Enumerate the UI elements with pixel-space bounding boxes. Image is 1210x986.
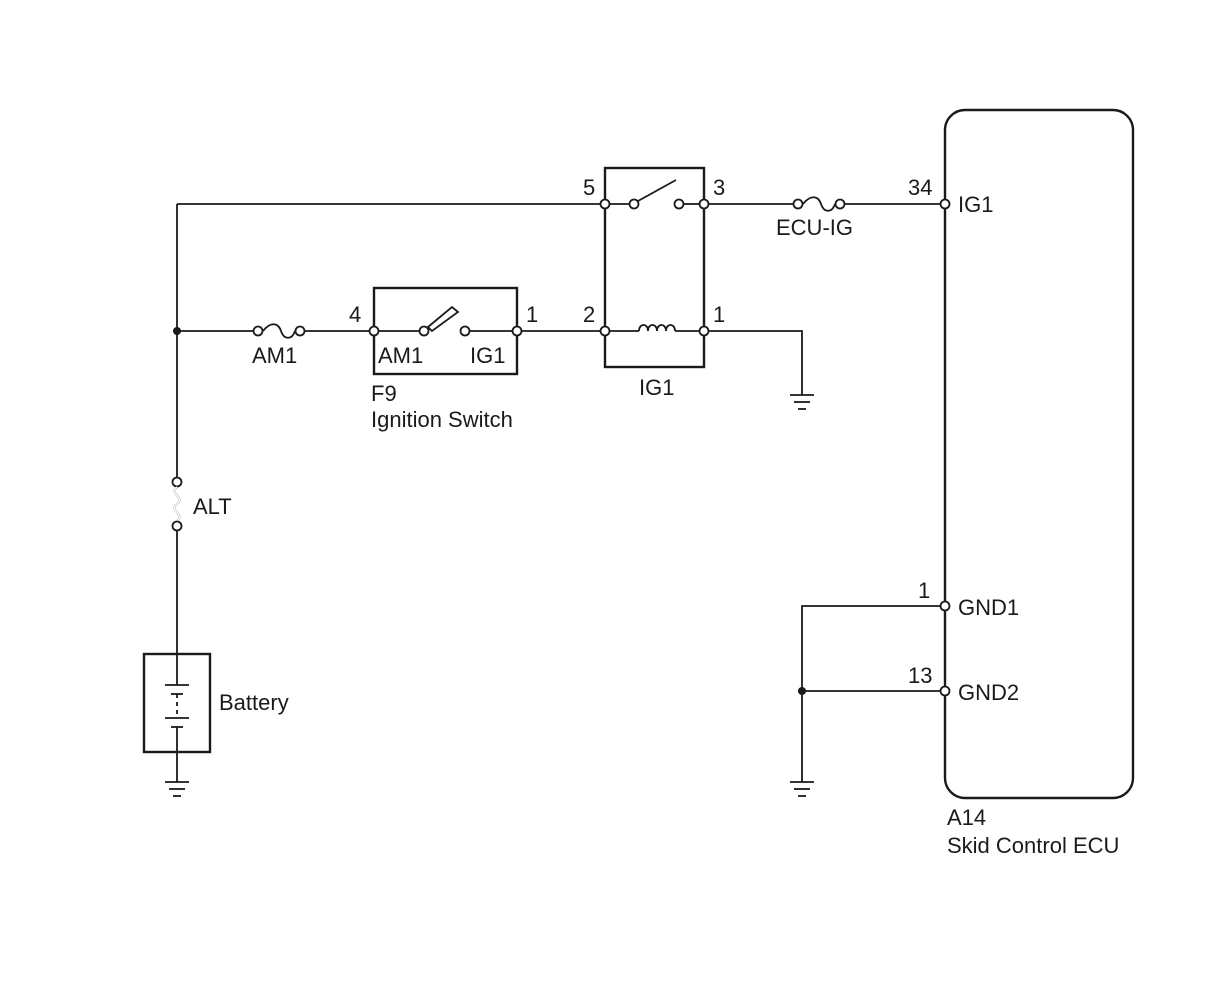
battery-label: Battery: [219, 690, 289, 715]
switch-name: Ignition Switch: [371, 407, 513, 432]
switch-pin-1: 1: [526, 302, 538, 327]
gnd1-wire: [801, 605, 940, 782]
ecu-ig-fuse-label: ECU-IG: [776, 215, 853, 240]
battery-symbol: [142, 652, 212, 754]
gnd-junction-dot: [798, 687, 806, 695]
relay-pin-3: 3: [713, 175, 725, 200]
switch-terminal-4: [368, 325, 380, 337]
ecu-terminal-1: [939, 600, 951, 612]
battery-ground-icon: [165, 781, 189, 797]
relay-label: IG1: [639, 375, 674, 400]
relay-pin-5: 5: [583, 175, 595, 200]
ecu-pin-ig1-label: IG1: [958, 192, 993, 217]
ecu-pin-13: 13: [908, 663, 932, 688]
relay-terminal-1: [698, 325, 710, 337]
relay-terminal-3: [698, 198, 710, 210]
ecu-connector-id: A14: [947, 805, 986, 830]
ignition-switch-contact-icon: [374, 305, 517, 337]
switch-label-am1: AM1: [378, 343, 423, 368]
relay-coil-icon: [609, 324, 700, 332]
alt-fusible-link-icon: [171, 476, 183, 532]
relay-terminal-2: [599, 325, 611, 337]
ecu-ground-icon: [790, 781, 814, 797]
relay-terminal-5: [599, 198, 611, 210]
relay-switch-contact-icon: [609, 179, 700, 210]
relay-pin-1: 1: [713, 302, 725, 327]
switch-label-ig1: IG1: [470, 343, 505, 368]
relay-ground-icon: [790, 394, 814, 410]
ecu-pin-gnd2-label: GND2: [958, 680, 1019, 705]
ecu-terminal-13: [939, 685, 951, 697]
ecu-pin-1: 1: [918, 578, 930, 603]
ecu-pin-gnd1-label: GND1: [958, 595, 1019, 620]
ecu-box: [943, 108, 1135, 800]
am1-fuse-label: AM1: [252, 343, 297, 368]
am1-fuse-icon: [252, 323, 306, 339]
ecu-name: Skid Control ECU: [947, 833, 1119, 858]
switch-terminal-1: [511, 325, 523, 337]
switch-connector-id: F9: [371, 381, 397, 406]
ecu-pin-34: 34: [908, 175, 932, 200]
switch-pin-4: 4: [349, 302, 361, 327]
relay-box: [603, 166, 706, 369]
relay-ground-wire: [709, 330, 803, 395]
alt-fuse-label: ALT: [193, 494, 232, 519]
ecu-terminal-34: [939, 198, 951, 210]
relay-pin-2: 2: [583, 302, 595, 327]
ecu-ig-fuse-icon: [792, 196, 846, 212]
